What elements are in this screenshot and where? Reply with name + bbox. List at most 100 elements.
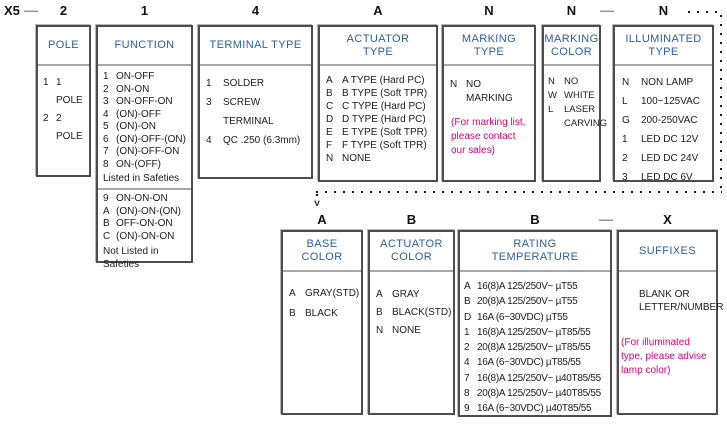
list-item: B OFF-ON-ON: [103, 218, 186, 231]
item-label: NO MARKING: [466, 79, 513, 104]
header-line: COLOR: [390, 251, 433, 263]
list-item: 2 2 POLE: [43, 110, 84, 146]
item-code: C: [326, 101, 334, 112]
item-label: 16(8)A 125/250V~ µT55: [477, 281, 578, 292]
item-code: N: [326, 153, 334, 164]
marking-type-items: N NO MARKING: [450, 78, 530, 106]
part-code-prefix: X5: [4, 3, 20, 18]
list-item: 7 16(8)A 125/250V~ µ40T85/55: [464, 371, 608, 386]
list-item: N NONE: [326, 152, 430, 165]
list-item: A GRAY: [376, 286, 451, 304]
code-rating: B: [530, 212, 540, 227]
box-pole: POLE 1 1 POLE 2 2 POLE: [36, 25, 91, 177]
item-code: 4: [206, 135, 212, 146]
illuminated-type-header: ILLUMINATED TYPE: [615, 27, 712, 66]
item-code: 9: [103, 193, 109, 204]
code-marking-color: N: [566, 3, 577, 18]
list-item: B BLACK(STD): [376, 304, 451, 322]
dotted-connector-top: [688, 11, 724, 13]
marking-color-header: MARKING COLOR: [544, 27, 599, 66]
list-item: 2 20(8)A 125/250V~ µT85/55: [464, 340, 608, 355]
code-suffixes: X: [663, 212, 672, 227]
code-function: 1: [140, 3, 149, 18]
item-code: 1: [43, 77, 49, 88]
item-label: 2 POLE: [56, 113, 83, 142]
item-code: A: [103, 205, 110, 217]
item-label: LED DC 6V: [641, 172, 693, 183]
list-item: D D TYPE (Hard PC): [326, 113, 430, 126]
list-item: L LASER CARVING: [548, 103, 608, 131]
list-item: 1 1 POLE: [43, 74, 84, 110]
box-function: FUNCTION 1 ON-OFF 2 ON-ON 3: [96, 25, 193, 270]
list-item: 3 LED DC 6V: [622, 168, 709, 187]
item-code: W: [548, 90, 557, 101]
item-code: L: [548, 104, 554, 115]
list-item: 1 SOLDER: [206, 74, 305, 93]
code-illuminated: N: [658, 3, 669, 18]
item-label: LED DC 24V: [641, 153, 699, 164]
item-label: (ON)-ON-ON: [116, 230, 175, 242]
code-marking-type: N: [484, 3, 494, 18]
item-code: N: [622, 77, 630, 88]
item-code: A: [289, 288, 296, 299]
item-label: 1 POLE: [56, 77, 83, 106]
list-item: F F TYPE (Soft TPR): [326, 139, 430, 152]
item-label: 200-250VAC: [641, 115, 698, 126]
item-label: (ON)-ON-(ON): [116, 205, 181, 217]
item-code: D: [464, 311, 472, 323]
item-label: NONE: [392, 325, 421, 336]
item-code: B: [289, 308, 296, 319]
item-code: A: [376, 289, 383, 300]
code-dash: —: [599, 211, 613, 227]
item-code: 6: [103, 133, 109, 145]
base-color-header: BASE COLOR: [283, 232, 361, 272]
terminal-items: 1 SOLDER 3 SCREW TERMINAL 4 QC .250 (6.3…: [200, 66, 311, 158]
actuator-type-header: ACTUATOR TYPE: [320, 27, 436, 66]
item-code: 4: [464, 357, 470, 369]
list-item: 5 (ON)-ON: [103, 121, 186, 134]
function-divider: [98, 188, 191, 190]
function-header: FUNCTION: [98, 27, 191, 66]
item-code: 2: [464, 342, 470, 354]
box-illuminated-type: ILLUMINATED TYPE N NON LAMP L 100~125VAC…: [613, 25, 714, 183]
dotted-connector-mid: [316, 191, 722, 193]
item-code: B: [103, 218, 110, 229]
item-label: LASER CARVING: [564, 104, 608, 129]
item-label: F TYPE (Soft TPR): [342, 140, 427, 151]
item-label: 20(8)A 125/250V~ µ40T85/55: [477, 388, 601, 400]
header-line: TYPE: [362, 45, 394, 58]
illuminated-items: N NON LAMP L 100~125VAC G 200-250VAC 1 L…: [615, 66, 712, 191]
actuator-color-header: ACTUATOR COLOR: [370, 232, 453, 272]
header-line: TEMPERATURE: [491, 251, 579, 263]
item-label: ON-ON-ON: [116, 193, 168, 204]
item-label: QC .250 (6.3mm): [223, 135, 301, 146]
list-item: B BLACK: [289, 304, 358, 324]
box-suffixes: SUFFIXES BLANK OR LETTER/NUMBER (For ill…: [617, 230, 723, 415]
actuator-color-items: A GRAY B BLACK(STD) N NONE: [370, 272, 453, 344]
item-label: (ON)-OFF-ON: [116, 146, 180, 157]
item-code: B: [326, 88, 333, 99]
item-label: 100~125VAC: [641, 96, 701, 107]
list-item: 4 16A (6~30VDC) µT85/55: [464, 355, 608, 370]
code-actuator-color: B: [406, 212, 417, 227]
item-code: 2: [43, 113, 49, 124]
item-label: ON-OFF: [116, 71, 155, 82]
item-code: 3: [103, 96, 109, 107]
list-item: W WHITE: [548, 89, 597, 103]
item-code: 1: [103, 71, 109, 82]
box-terminal-type: TERMINAL TYPE 1 SOLDER 3 SCREW TERMINAL …: [198, 25, 313, 179]
list-item: B B TYPE (Soft TPR): [326, 87, 430, 100]
list-item: 3 SCREW TERMINAL: [206, 93, 305, 131]
item-label: 16(8)A 125/250V~ µ40T85/55: [477, 372, 601, 384]
code-actuator-type: A: [373, 3, 383, 18]
header-line: TYPE: [473, 45, 505, 58]
item-label: (ON)-OFF-(ON): [116, 133, 186, 145]
list-item: N NON LAMP: [622, 73, 709, 92]
not-listed-in-safeties-note: Not Listed in Safeties: [103, 246, 159, 270]
item-label: (ON)-ON: [116, 121, 156, 132]
item-label: WHITE: [564, 90, 595, 101]
list-item: N NO: [548, 75, 597, 89]
header-line: COLOR: [301, 251, 343, 263]
list-item: C (ON)-ON-ON: [103, 231, 186, 244]
list-item: 8 20(8)A 125/250V~ µ40T85/55: [464, 386, 608, 401]
